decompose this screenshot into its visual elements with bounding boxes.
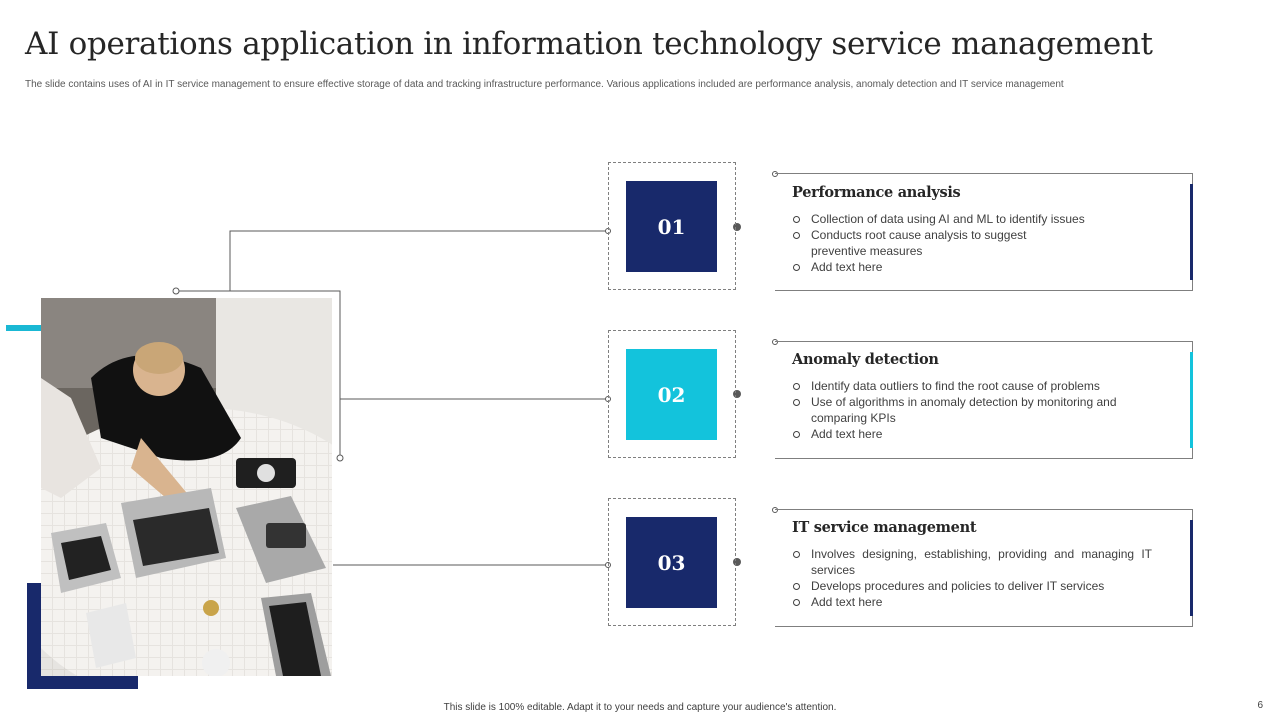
bullet-item: Add text here bbox=[792, 259, 1152, 275]
bullet-item: Collection of data using AI and ML to id… bbox=[792, 211, 1152, 227]
bullet-item: Add text here bbox=[792, 426, 1152, 442]
bullet-list: Involves designing, establishing, provid… bbox=[792, 546, 1152, 610]
card-title: Anomaly detection bbox=[792, 351, 939, 368]
slide-footer: This slide is 100% editable. Adapt it to… bbox=[443, 702, 837, 713]
card-title: Performance analysis bbox=[792, 184, 961, 201]
number-frame-02 bbox=[608, 330, 736, 458]
navy-accent-horizontal bbox=[27, 675, 138, 689]
page-number: 6 bbox=[1257, 700, 1263, 711]
bullet-item: Add text here bbox=[792, 594, 1152, 610]
card-accent-01 bbox=[1190, 184, 1193, 280]
bullet-item: Use of algorithms in anomaly detection b… bbox=[792, 394, 1152, 426]
card-accent-02 bbox=[1190, 352, 1193, 448]
number-box-01: 01 bbox=[626, 181, 717, 272]
bullet-list: Collection of data using AI and ML to id… bbox=[792, 211, 1152, 275]
slide-subtitle: The slide contains uses of AI in IT serv… bbox=[25, 79, 1064, 90]
number-frame-03 bbox=[608, 498, 736, 626]
card-title: IT service management bbox=[792, 519, 977, 536]
number-frame-01 bbox=[608, 162, 736, 290]
number-label: 01 bbox=[657, 214, 686, 239]
number-label: 02 bbox=[657, 382, 686, 407]
bullet-item: Involves designing, establishing, provid… bbox=[792, 546, 1152, 578]
number-label: 03 bbox=[657, 550, 686, 575]
number-box-02: 02 bbox=[626, 349, 717, 440]
card-accent-03 bbox=[1190, 520, 1193, 616]
bullet-list: Identify data outliers to find the root … bbox=[792, 378, 1152, 442]
bullet-item: Identify data outliers to find the root … bbox=[792, 378, 1152, 394]
navy-accent-vertical bbox=[27, 583, 41, 689]
bullet-item: Conducts root cause analysis to suggest … bbox=[792, 227, 1061, 259]
team-laptops-photo bbox=[41, 298, 332, 676]
number-box-03: 03 bbox=[626, 517, 717, 608]
slide-title: AI operations application in information… bbox=[25, 26, 1153, 62]
bullet-item: Develops procedures and policies to deli… bbox=[792, 578, 1152, 594]
